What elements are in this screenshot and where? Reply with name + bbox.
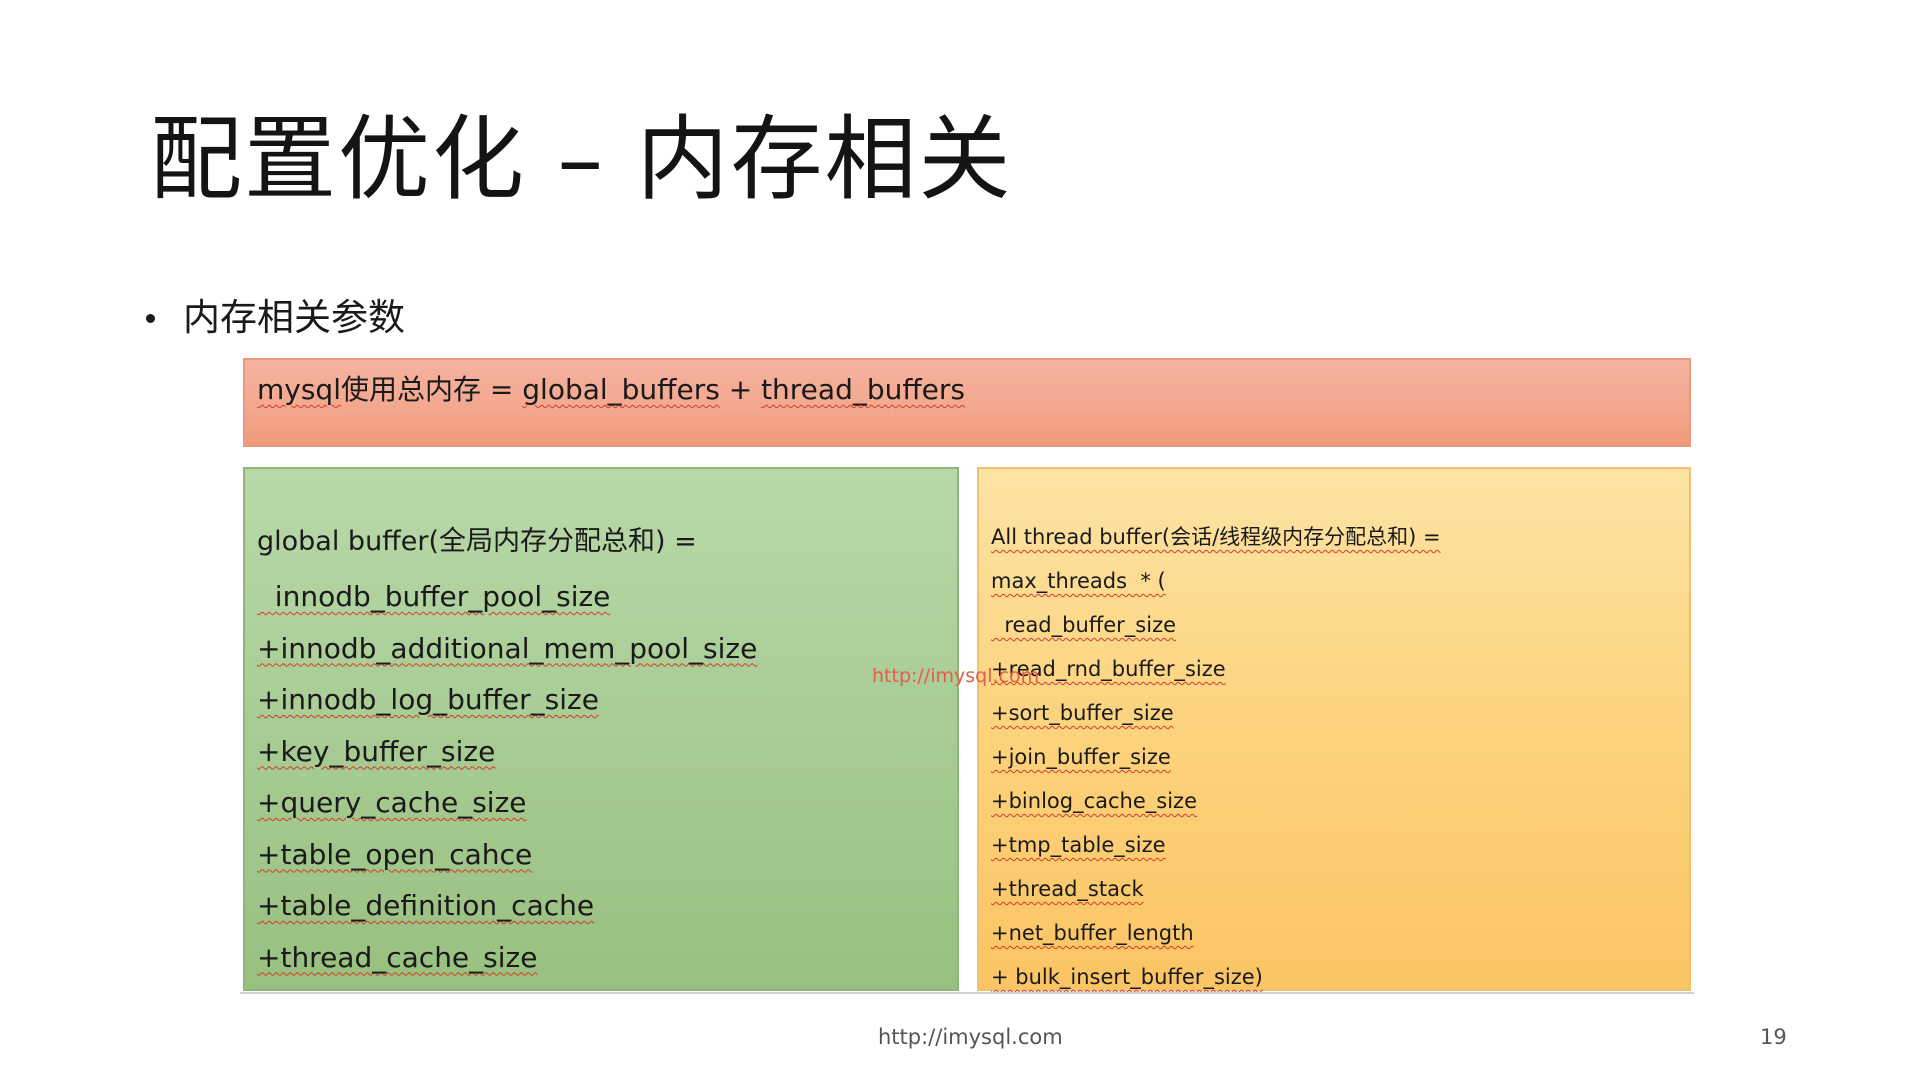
thread-buffer-item-text: max_threads * ( bbox=[991, 569, 1166, 593]
thread-buffer-item: All thread buffer(会话/线程级内存分配总和) = bbox=[991, 515, 1677, 559]
global-buffer-item: +innodb_additional_mem_pool_size bbox=[257, 623, 945, 675]
global-buffer-item-text: +table_definition_cache bbox=[257, 889, 595, 922]
thread-buffer-list: All thread buffer(会话/线程级内存分配总和) = max_thr… bbox=[991, 515, 1677, 999]
thread-buffer-item: +net_buffer_length bbox=[991, 911, 1677, 955]
thread-buffer-item: +read_rnd_buffer_size bbox=[991, 647, 1677, 691]
thread-buffer-item-text: +tmp_table_size bbox=[991, 833, 1166, 857]
bullet-dot-icon bbox=[146, 313, 155, 323]
thread-buffer-item: +binlog_cache_size bbox=[991, 779, 1677, 823]
global-buffer-item-text: +innodb_log_buffer_size bbox=[257, 683, 599, 716]
slide-title: 配置优化 – 内存相关 bbox=[150, 106, 1013, 213]
global-buffer-item: +thread_cache_size bbox=[257, 932, 945, 984]
page-number: 19 bbox=[1760, 1025, 1787, 1049]
bullet-text: 内存相关参数 bbox=[183, 296, 405, 339]
watermark-url: http://imysql.com bbox=[872, 665, 1040, 687]
box-bottom-divider bbox=[240, 992, 1694, 994]
thread-buffer-item: read_buffer_size bbox=[991, 603, 1677, 647]
global-buffer-item-text: innodb_buffer_pool_size bbox=[257, 580, 611, 613]
thread-buffer-item-text: + bulk_insert_buffer_size) bbox=[991, 965, 1263, 989]
footer-url: http://imysql.com bbox=[878, 1025, 1063, 1049]
thread-buffer-item: + bulk_insert_buffer_size) bbox=[991, 955, 1677, 999]
thread-buffer-item-text: +net_buffer_length bbox=[991, 921, 1194, 945]
global-buffer-item-text: +thread_cache_size bbox=[257, 940, 538, 974]
global-buffer-item: +table_open_cahce bbox=[257, 829, 945, 881]
formula-mid: 使用总内存 = bbox=[341, 373, 523, 406]
thread-buffer-item: +sort_buffer_size bbox=[991, 691, 1677, 735]
thread-buffer-item-text: All thread buffer(会话/线程级内存分配总和) = bbox=[991, 525, 1441, 549]
formula-global: global_buffers bbox=[522, 373, 720, 406]
thread-buffer-item-text: read_buffer_size bbox=[991, 613, 1177, 637]
thread-buffer-item: +join_buffer_size bbox=[991, 735, 1677, 779]
global-buffer-box: global buffer(全局内存分配总和) = innodb_buffer_… bbox=[243, 467, 959, 991]
global-buffer-list: innodb_buffer_pool_size +innodb_additiona… bbox=[257, 571, 945, 983]
thread-buffer-item: max_threads * ( bbox=[991, 559, 1677, 603]
formula-plus: + bbox=[719, 373, 762, 406]
thread-buffer-item-text: +sort_buffer_size bbox=[991, 701, 1174, 725]
thread-buffer-item-text: +binlog_cache_size bbox=[991, 789, 1197, 813]
global-buffer-item: +table_definition_cache bbox=[257, 880, 945, 932]
thread-buffer-item: +tmp_table_size bbox=[991, 823, 1677, 867]
formula-prefix: mysql bbox=[257, 373, 341, 406]
total-memory-box: mysql使用总内存 = global_buffers + thread_buf… bbox=[243, 358, 1691, 447]
global-buffer-item-text: +innodb_additional_mem_pool_size bbox=[257, 631, 758, 665]
global-buffer-item: +key_buffer_size bbox=[257, 726, 945, 778]
thread-buffer-box: All thread buffer(会话/线程级内存分配总和) = max_thr… bbox=[977, 467, 1691, 991]
global-buffer-item: innodb_buffer_pool_size bbox=[257, 571, 945, 623]
thread-buffer-item-text: +join_buffer_size bbox=[991, 745, 1171, 769]
global-buffer-heading: global buffer(全局内存分配总和) = bbox=[257, 526, 697, 557]
thread-buffer-item-text: +thread_stack bbox=[991, 877, 1144, 901]
total-memory-formula: mysql使用总内存 = global_buffers + thread_buf… bbox=[257, 368, 1677, 412]
global-buffer-item: +query_cache_size bbox=[257, 777, 945, 829]
thread-buffer-item: +thread_stack bbox=[991, 867, 1677, 911]
global-buffer-item-text: +table_open_cahce bbox=[257, 837, 533, 871]
global-buffer-item-text: +key_buffer_size bbox=[257, 734, 496, 768]
global-buffer-item: +innodb_log_buffer_size bbox=[257, 674, 945, 726]
formula-thread: thread_buffers bbox=[761, 373, 965, 406]
global-buffer-item-text: +query_cache_size bbox=[257, 786, 527, 819]
thread-buffer-item-text: +read_rnd_buffer_size bbox=[991, 657, 1226, 681]
bullet-item: 内存相关参数 bbox=[146, 296, 405, 340]
